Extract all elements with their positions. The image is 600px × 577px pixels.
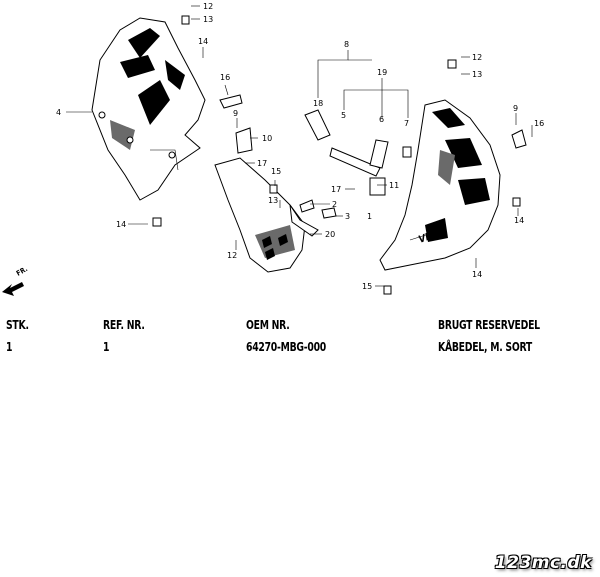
inner-panel — [214, 157, 306, 273]
leader-lines — [66, 5, 533, 287]
callout-14-left: 14 — [116, 220, 126, 229]
callout-12-bottom: 12 — [227, 251, 237, 260]
callout-3: 3 — [345, 212, 350, 221]
callout-11: 11 — [389, 181, 399, 190]
callout-14-upper: 14 — [198, 37, 208, 46]
callout-16-left: 16 — [220, 73, 230, 82]
callout-15-bottom: 15 — [362, 282, 372, 291]
callout-20: 20 — [325, 230, 335, 239]
callout-6: 6 — [379, 115, 384, 124]
callout-9-left: 9 — [233, 109, 238, 118]
callout-12-top: 12 — [203, 2, 213, 11]
callout-16-right: 16 — [534, 119, 544, 128]
parts-diagram: VFR FR. — [2, 2, 544, 296]
parts-table: STK. REF. NR. OEM NR. BRUGT RESERVEDEL 1… — [0, 318, 600, 362]
callout-13-right: 13 — [472, 70, 482, 79]
cell-stk: 1 — [6, 340, 13, 354]
header-oem-nr: OEM NR. — [246, 318, 290, 332]
cell-ref-nr: 1 — [103, 340, 110, 354]
callout-13-mid: 13 — [268, 196, 278, 205]
callout-4: 4 — [56, 108, 61, 117]
small-parts — [152, 15, 527, 295]
right-fairing-panel: VFR — [379, 99, 501, 271]
callout-17-left: 17 — [257, 159, 267, 168]
fr-label: FR. — [15, 265, 29, 278]
table-header-row: STK. REF. NR. OEM NR. BRUGT RESERVEDEL — [0, 318, 600, 340]
callout-15-mid: 15 — [271, 167, 281, 176]
callout-13-top: 13 — [203, 15, 213, 24]
callout-5: 5 — [341, 111, 346, 120]
callout-19: 19 — [377, 68, 387, 77]
callout-17-right: 17 — [331, 185, 341, 194]
left-fairing-panel — [91, 17, 206, 201]
callout-2: 2 — [332, 200, 337, 209]
callout-1: 1 — [367, 212, 372, 221]
callout-10: 10 — [262, 134, 272, 143]
callout-18: 18 — [313, 99, 323, 108]
callout-14-right-bottom: 14 — [472, 270, 482, 279]
watermark-logo: 123mc.dk — [494, 553, 592, 573]
callout-12-right: 12 — [472, 53, 482, 62]
callout-14-right-mid: 14 — [514, 216, 524, 225]
cell-description: KÅBEDEL, M. SORT — [438, 340, 533, 354]
header-stk: STK. — [6, 318, 29, 332]
callout-numbers: 12 13 14 16 4 9 10 17 15 13 14 2 3 1 20 … — [56, 2, 544, 291]
cell-oem-nr: 64270-MBG-000 — [246, 340, 326, 354]
callout-8: 8 — [344, 40, 349, 49]
fr-direction-arrow: FR. — [2, 265, 29, 296]
header-ref-nr: REF. NR. — [103, 318, 145, 332]
callout-7: 7 — [404, 119, 409, 128]
callout-9-right: 9 — [513, 104, 518, 113]
header-brugt-reservedel: BRUGT RESERVEDEL — [438, 318, 540, 332]
table-row: 1 1 64270-MBG-000 KÅBEDEL, M. SORT — [0, 340, 600, 362]
